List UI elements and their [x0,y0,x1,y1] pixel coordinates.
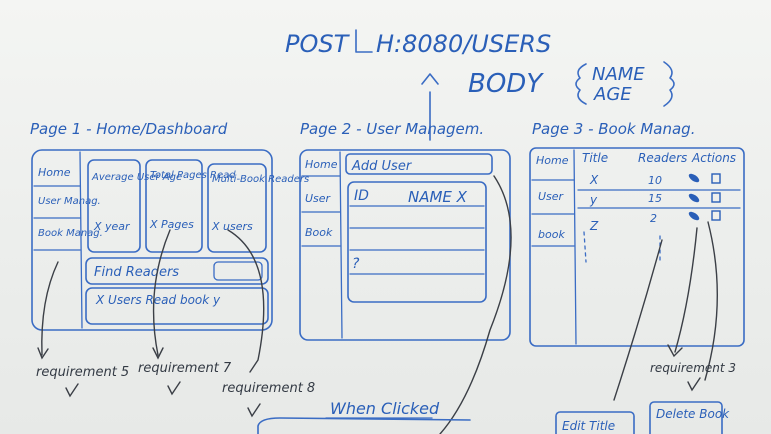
up-arrow [421,73,439,141]
arrow-delete [704,221,719,381]
arrow-when-clicked [439,175,512,434]
book-row1-readers: 10 [648,174,662,187]
delete-book-label: Delete Book [656,407,730,421]
arrow-edit [613,239,663,401]
row-marker: ? [352,256,360,272]
left-brace [575,63,587,105]
card-total-pages [145,159,203,253]
post-label: POST [285,30,351,58]
book-row2-title: y [589,193,598,207]
trash-icon [711,173,721,221]
card3-title: Multi-Book Readers [212,174,309,185]
pencil-icon [688,173,700,221]
post-path: H:8080/USERS [376,30,551,58]
page1-title: Page 1 - Home/Dashboard [30,120,228,138]
table-id: ID [354,188,369,204]
card-average-age [87,159,141,253]
user-table [347,181,487,303]
user-table-rows [349,205,485,275]
body-age: AGE [593,84,632,105]
right-brace [663,61,675,107]
page3-frame [529,147,745,347]
book-row-lines [577,189,741,209]
arrow-req7 [152,229,171,360]
when-clicked-label: When Clicked [330,399,440,418]
requirement-5: requirement 5 [36,365,129,380]
page2-nav-home: Home [305,158,338,171]
requirement-7: requirement 7 [138,361,232,376]
page1-nav-home: Home [38,166,71,179]
page1-frame [31,149,273,331]
book-row3-title: Z [589,219,599,233]
card-multi-book [207,163,267,253]
edit-title-box [555,411,635,434]
check-icons [65,377,701,418]
page1-nav-book: Book Manag. [38,228,103,239]
find-readers-label: Find Readers [94,265,179,280]
page3-nav-user: User [538,190,565,203]
col-title: Title [582,151,608,165]
find-readers-input [213,261,263,281]
page1-nav-dividers [33,185,81,251]
arrow-req8 [227,229,265,373]
arrow-req5 [37,261,59,360]
body-label: BODY [468,69,544,99]
page2-sidebar-divider [339,151,343,339]
page3-title: Page 3 - Book Manag. [532,120,695,138]
find-readers-bar [85,257,269,285]
page3-nav-dividers [531,179,575,247]
more-rows-dots [583,231,587,263]
page2-title: Page 2 - User Managem. [300,120,484,138]
popup-frame [257,417,471,434]
bracket-mark [355,29,373,53]
book-row1-title: X [589,173,599,187]
delete-book-box [649,401,723,434]
edit-title-label: Edit Title [562,419,615,433]
page3-nav-home: Home [536,154,569,167]
book-row2-readers: 15 [648,192,662,205]
col-actions: Actions [691,151,736,165]
card2-title: Total Pages Read [150,170,236,181]
add-user-button [345,153,493,175]
page2-frame [299,149,511,341]
card2-value: X Pages [149,218,194,231]
requirement-8: requirement 8 [222,381,315,396]
find-result-text: X Users Read book y [95,293,221,307]
card3-value: X users [211,220,253,233]
page1-nav-user: User Manag. [38,196,101,207]
page3-nav-book: book [538,228,565,241]
page1-sidebar-divider [79,151,83,329]
col-readers: Readers [638,151,687,165]
add-user-label: Add User [351,159,413,174]
card1-title: Average User Age [91,172,182,183]
requirement-3: requirement 3 [650,361,736,375]
card1-value: X year [93,220,131,233]
page2-nav-user: User [305,192,332,205]
body-name: NAME [592,64,645,85]
arrow-req3 [667,227,698,358]
table-name: NAME X [408,188,468,206]
find-result-box [85,287,269,325]
page2-nav-dividers [301,175,341,247]
page3-sidebar-divider [573,149,577,345]
page2-nav-book: Book [305,226,333,239]
book-row3-readers: 2 [650,212,657,225]
